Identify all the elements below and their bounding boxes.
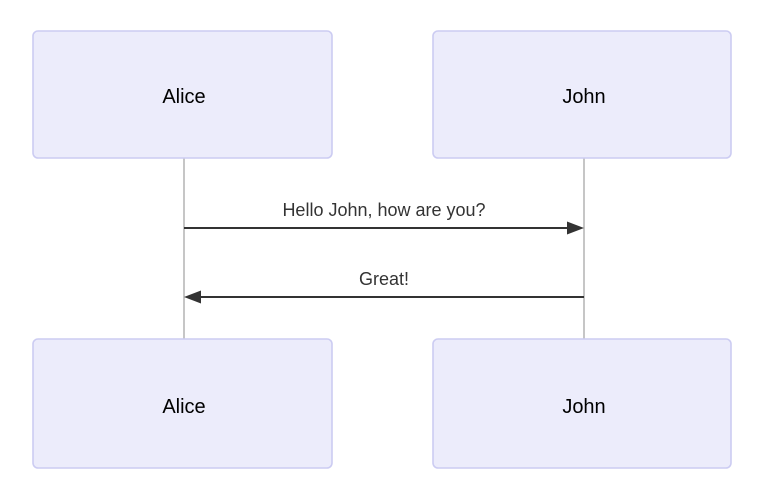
message-great[interactable]: Great! [184,269,584,304]
actor-box-alice[interactable] [32,30,333,159]
message-arrowhead-left-icon [184,290,201,304]
message-label-2: Great! [359,269,409,289]
lifelines-group [183,158,585,339]
actor-box-john-footer[interactable] [432,338,732,469]
message-arrowhead-right-icon [567,221,584,235]
actor-label-john: John [562,86,605,108]
message-hello-john-how-are-you[interactable]: Hello John, how are you? [184,200,584,235]
actor-label-alice-footer: Alice [162,396,205,418]
actor-header-alice[interactable]: Alice [32,30,333,159]
actor-label-alice: Alice [162,86,205,108]
actor-label-john-footer: John [562,396,605,418]
actor-box-alice-footer[interactable] [32,338,333,469]
message-label-1: Hello John, how are you? [282,200,485,220]
actor-header-john[interactable]: John [432,30,732,159]
actor-footer-alice[interactable]: Alice [32,338,333,469]
actor-footer-john[interactable]: John [432,338,732,469]
actor-box-john[interactable] [432,30,732,159]
